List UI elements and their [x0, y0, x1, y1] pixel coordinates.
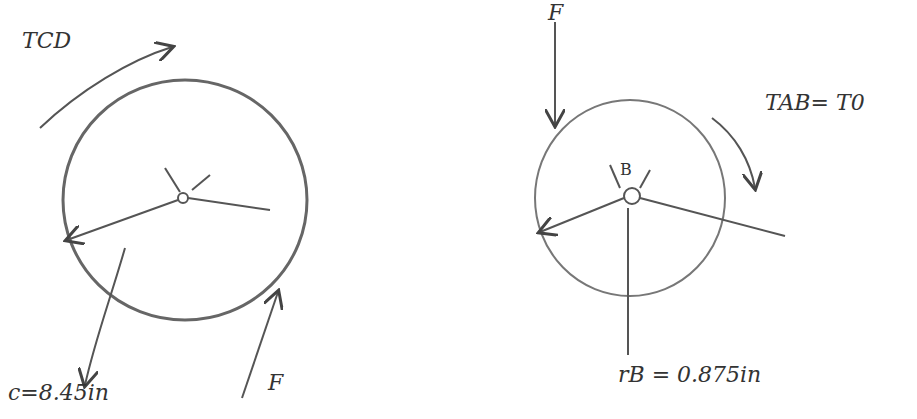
- radius-label: rB = 0.875in: [618, 362, 761, 387]
- torque-label: TAB= T0: [765, 90, 865, 115]
- point-label: B: [620, 160, 632, 179]
- force-label: F: [548, 0, 563, 25]
- force-label: F: [268, 370, 283, 395]
- torque-label: TCD: [22, 28, 71, 53]
- radius-label: c=8.45in: [8, 380, 109, 405]
